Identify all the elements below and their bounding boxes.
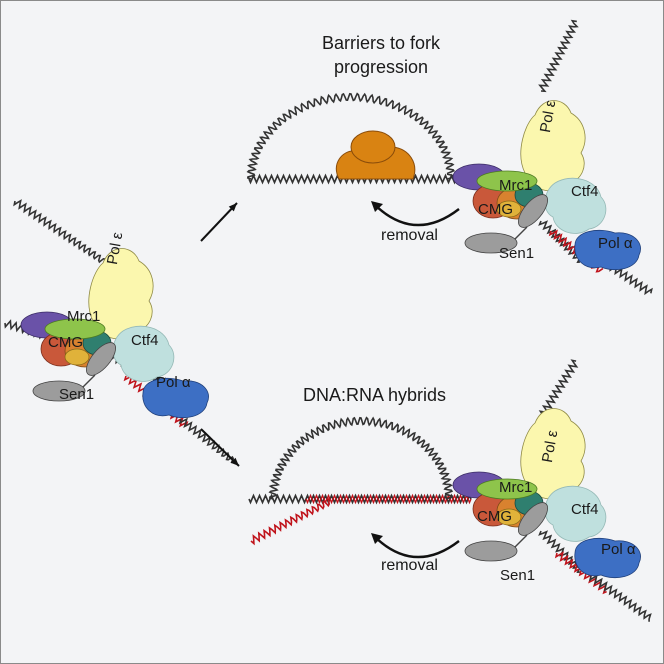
bottom-pol-alpha-label: Pol α	[601, 541, 636, 558]
top-title-line1: Barriers to fork	[321, 33, 441, 53]
sen1-link	[514, 534, 528, 548]
sen1-link	[82, 374, 96, 388]
barrier-protein-head	[350, 130, 396, 164]
mrc1-shape	[476, 478, 538, 500]
left-leading-exit	[13, 199, 107, 266]
bottom-removal-arrow	[371, 533, 460, 559]
ctf4-shape	[544, 177, 607, 234]
top-removal-label: removal	[381, 227, 438, 244]
bottom-replisome	[452, 408, 641, 579]
bottom-leading-exit	[538, 359, 579, 419]
top-title-line2: progression	[333, 57, 429, 77]
left-cmg-label: CMG	[48, 334, 83, 351]
bottom-rna-hybrid	[305, 493, 472, 505]
pol-alpha-shape	[142, 377, 209, 419]
top-replisome	[452, 100, 641, 271]
ctf4-shape	[112, 325, 175, 382]
top-removal-arrow-head	[371, 201, 383, 212]
cmg-gold-lobe	[64, 348, 90, 366]
sen1-link	[514, 226, 528, 240]
bottom-removal-arrow-curve	[374, 536, 460, 559]
arrow-to-bottom-panel	[200, 428, 240, 467]
sen1-body	[464, 540, 518, 562]
ctf4-shape	[544, 485, 607, 542]
mrc1-shape	[44, 318, 106, 340]
top-removal-arrow	[371, 201, 460, 227]
sen1-paddle	[86, 342, 116, 376]
arrow-to-top-panel	[200, 202, 238, 242]
left-ctf4-label: Ctf4	[131, 332, 159, 349]
arrow-to-bottom-panel-shaft	[200, 428, 240, 467]
bottom-lagging-tail	[589, 574, 652, 622]
top-pol-alpha-label: Pol α	[598, 235, 633, 252]
bottom-mrc1-label: Mrc1	[499, 479, 533, 496]
bottom-rna-tail	[250, 498, 331, 546]
top-mrc1-label: Mrc1	[499, 177, 533, 194]
pol-alpha-shape	[574, 537, 641, 579]
left-replisome	[20, 248, 209, 419]
left-mrc1-label: Mrc1	[67, 308, 101, 325]
left-pol-alpha-label: Pol α	[156, 374, 191, 391]
bottom-removal-arrow-head	[371, 533, 383, 544]
cmg-gold-lobe	[496, 200, 522, 218]
top-sen1-label: Sen1	[499, 245, 535, 262]
sen1-body	[32, 380, 86, 402]
bottom-bubble-strand	[268, 416, 454, 500]
left-sen1-label: Sen1	[59, 386, 95, 403]
pol-alpha-shape	[574, 229, 641, 271]
bottom-sen1-label: Sen1	[500, 567, 536, 584]
bottom-cmg-label: CMG	[477, 508, 512, 525]
bottom-removal-label: removal	[381, 557, 438, 574]
top-removal-arrow-curve	[374, 204, 460, 227]
bottom-ctf4-label: Ctf4	[571, 501, 599, 518]
cmg-gold-lobe	[496, 508, 522, 526]
arrow-to-top-panel-head	[228, 203, 237, 212]
sen1-paddle	[518, 194, 548, 228]
left-lagging-tail	[178, 417, 235, 464]
bottom-title: DNA:RNA hybrids	[303, 385, 447, 405]
arrow-to-bottom-panel-head	[230, 457, 239, 466]
top-bubble-strand	[246, 92, 456, 180]
sen1-body	[464, 232, 518, 254]
mrc1-shape	[476, 170, 538, 192]
arrow-to-top-panel-shaft	[200, 202, 238, 242]
sen1-paddle	[518, 502, 548, 536]
top-leading-exit	[538, 19, 579, 93]
top-cmg-label: CMG	[478, 201, 513, 218]
top-ctf4-label: Ctf4	[571, 183, 599, 200]
